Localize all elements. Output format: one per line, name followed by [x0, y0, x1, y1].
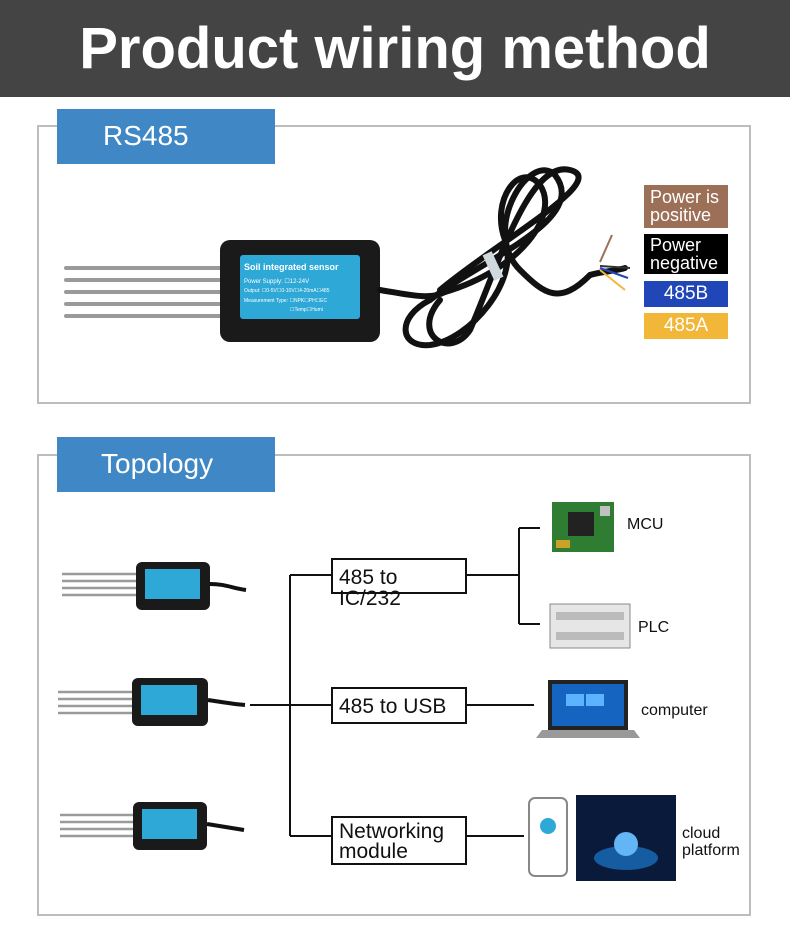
topology-sensor-1 — [62, 562, 247, 610]
topology-sensor-3 — [60, 802, 245, 850]
topology-sensor-2 — [58, 678, 246, 726]
plc-image — [549, 603, 631, 649]
converter-networking-module: Networking module — [331, 816, 467, 865]
sensor-probes — [64, 266, 224, 318]
device-label-plc: PLC — [638, 619, 670, 636]
wire-label-485b: 485B — [644, 281, 728, 307]
wire-label-485a: 485A — [644, 313, 728, 339]
device-label-computer: computer — [641, 702, 708, 719]
wire-ends — [599, 234, 631, 291]
sensor-measure: Measurement Type: ☐NPK☐PH☐EC — [244, 298, 328, 304]
sensor-title: Soil integrated sensor — [244, 262, 339, 272]
wire-label-positive: Power is positive — [644, 185, 728, 228]
page-title: Product wiring method — [0, 0, 790, 97]
device-label-cloud-platform: cloud platform — [682, 825, 740, 859]
rs485-panel — [37, 125, 751, 404]
sensor-output: Output: ☐0-5V☐0-10V☐4-20mA☐485 — [244, 288, 330, 294]
rs485-tab: RS485 — [57, 109, 275, 164]
topology-panel — [37, 454, 751, 916]
sensor-power: Power Supply: ☐12-24V — [244, 279, 310, 285]
device-label-mcu: MCU — [627, 516, 664, 533]
sensor-label-panel — [240, 255, 360, 319]
sensor-measure2: ☐Temp☐Humi — [290, 307, 323, 313]
topology-lines — [250, 527, 540, 837]
sensor-cable — [377, 166, 628, 349]
wire-label-negative: Power negative — [644, 234, 728, 274]
converter-485-ic232: 485 to IC/232 — [331, 558, 467, 609]
mcu-image — [552, 502, 614, 552]
computer-image — [536, 680, 640, 738]
cloud-platform-image — [576, 795, 676, 881]
converter-485-usb: 485 to USB — [331, 687, 467, 724]
phone-image — [528, 797, 568, 877]
topology-tab: Topology — [57, 437, 275, 492]
